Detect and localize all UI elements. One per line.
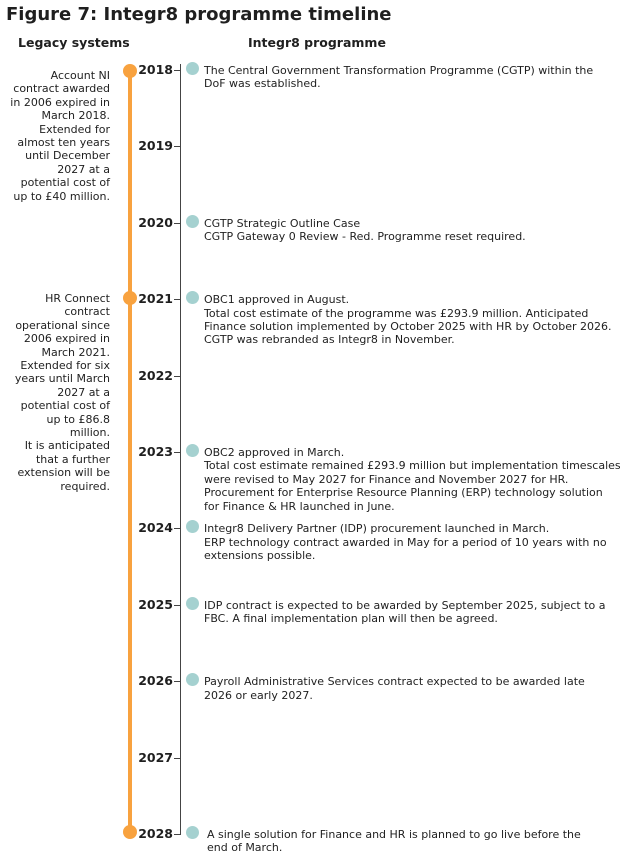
event-line: OBC1 approved in August. [204,293,350,307]
event-marker-2028 [186,826,199,839]
legacy-marker-2018 [123,64,137,78]
event-line: 2026 or early 2027. [204,688,313,702]
year-tick-2021 [174,299,181,301]
legacy-note-line: 2027 at a [57,162,110,176]
event-line: Payroll Administrative Services contract… [204,675,585,689]
year-label-2025: 2025 [138,596,173,612]
year-label-2022: 2022 [138,367,173,383]
legacy-note-line: years until March [14,372,110,386]
year-label-2027: 2027 [138,749,173,765]
year-tick-2026 [174,681,181,683]
event-line: were revised to May 2027 for Finance and… [204,472,569,486]
year-tick-2024 [174,528,181,530]
legacy-note-line: contract [64,305,110,319]
event-line: Finance solution implemented by October … [204,320,612,333]
legacy-note-line: It is anticipated [24,439,110,453]
event-text-2021: OBC1 approved in August.Total cost estim… [204,293,616,347]
event-marker-2018 [186,62,199,75]
legacy-marker-2021 [123,291,137,305]
event-line: DoF was established. [204,77,321,91]
year-tick-2020 [174,222,181,224]
legacy-note-line: million. [69,426,110,440]
year-tick-2027 [174,757,181,759]
event-line: end of March. [207,841,283,855]
legacy-note-line: Account NI [50,69,110,82]
year-tick-2023 [174,452,181,453]
event-text-2026: Payroll Administrative Services contract… [204,675,616,702]
legacy-note-line: HR Connect [45,292,110,305]
event-line: ERP technology contract awarded in May f… [204,535,607,549]
year-label-2020: 2020 [138,214,173,230]
legacy-note-line: almost ten years [17,136,110,150]
legacy-note-line: required. [60,479,110,493]
year-label-2024: 2024 [138,520,173,536]
year-tick-2025 [174,604,181,606]
legacy-note-line: up to £86.8 [46,412,110,426]
year-tick-2019 [174,146,181,148]
event-line: Total cost estimate remained £293.9 mill… [204,459,620,473]
year-label-2026: 2026 [138,673,173,689]
legacy-note-line: March 2018. [41,109,110,123]
legacy-note-line: Extended for six [20,359,110,373]
event-line: The Central Government Transformation Pr… [204,64,594,77]
legacy-note-line: potential cost of [20,176,110,190]
legacy-note-line: that a further [35,452,110,466]
event-line: Procurement for Enterprise Resource Plan… [204,486,603,500]
event-text-2025: IDP contract is expected to be awarded b… [204,599,616,626]
legacy-note-line: 2027 at a [57,385,110,399]
event-marker-2025 [186,596,199,610]
event-line: CGTP was rebranded as Integr8 in Novembe… [204,333,455,347]
event-line: IDP contract is expected to be awarded b… [204,598,606,612]
event-text-2024: Integr8 Delivery Partner (IDP) procureme… [204,522,616,562]
event-marker-2024 [186,520,199,534]
event-line: CGTP Gateway 0 Review - Red. Programme r… [204,230,526,244]
event-marker-2023 [186,444,199,457]
year-label-2019: 2019 [138,138,173,154]
legacy-note-line: up to £40 million. [13,189,110,203]
legacy-timeline-line [128,70,132,832]
year-tick-2018 [174,70,181,71]
legacy-note-line: potential cost of [20,399,110,413]
legacy-note-line: 2006 expired in [23,332,110,346]
event-line: Integr8 Delivery Partner (IDP) procureme… [204,522,550,536]
programme-timeline-axis [180,64,181,834]
event-marker-2020 [186,214,199,228]
event-line: for Finance & HR launched in June. [204,499,395,513]
event-marker-2026 [186,673,199,687]
event-text-2023: OBC2 approved in March.Total cost estima… [204,446,620,513]
legacy-note-line: March 2021. [41,345,110,359]
year-tick-2028 [174,834,181,835]
event-line: Total cost estimate of the programme was… [204,306,589,320]
legacy-note-line: contract awarded [13,82,110,96]
event-line: OBC2 approved in March. [204,446,345,459]
event-line: FBC. A final implementation plan will th… [204,612,498,626]
event-text-2018: The Central Government Transformation Pr… [204,64,616,91]
legacy-note-line: in 2006 expired in [10,95,110,109]
year-label-2028: 2028 [138,826,173,841]
legacy-systems-header: Legacy systems [18,35,130,50]
year-label-2018: 2018 [138,62,173,77]
event-line: CGTP Strategic Outline Case [204,216,361,230]
figure-title: Figure 7: Integr8 programme timeline [6,4,392,25]
event-marker-2021 [186,291,199,305]
year-label-2023: 2023 [138,444,173,459]
event-line: A single solution for Finance and HR is … [207,828,581,841]
event-text-2028: A single solution for Finance and HR is … [207,828,619,855]
legacy-note-line: Extended for [39,122,110,136]
legacy-note-line: operational since [15,318,110,332]
legacy-note-line: until December [25,149,110,163]
legacy-marker-2028 [123,825,137,839]
event-line: extensions possible. [204,549,316,563]
integr8-programme-header: Integr8 programme [248,35,386,50]
year-tick-2022 [174,375,181,377]
year-label-2021: 2021 [138,291,173,307]
legacy-note-line: extension will be [17,466,110,480]
